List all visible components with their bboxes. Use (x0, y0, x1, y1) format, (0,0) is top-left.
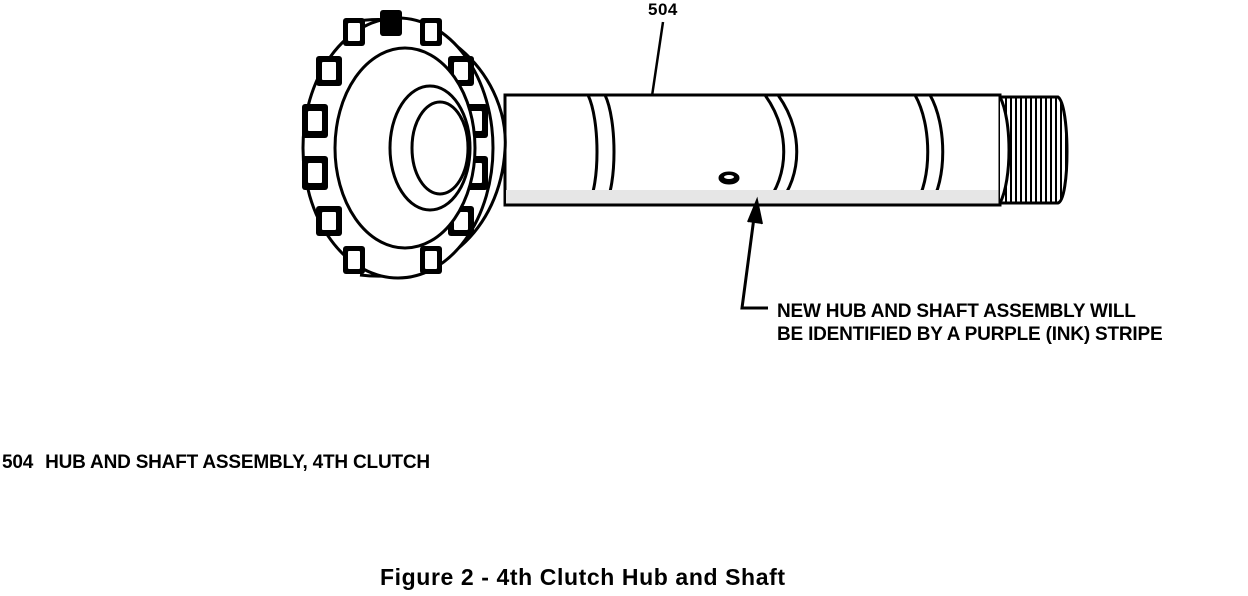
clutch-hub (301, 10, 507, 280)
note-line-1: NEW HUB AND SHAFT ASSEMBLY WILL (777, 301, 1136, 322)
splined-end (998, 95, 1069, 205)
legend-description: HUB AND SHAFT ASSEMBLY, 4TH CLUTCH (45, 452, 430, 473)
callout-leader (650, 21, 665, 97)
note-line-2: BE IDENTIFIED BY A PURPLE (INK) STRIPE (777, 324, 1163, 345)
parts-legend: 504 HUB AND SHAFT ASSEMBLY, 4TH CLUTCH (2, 452, 430, 474)
figure-caption: Figure 2 - 4th Clutch Hub and Shaft (380, 564, 786, 590)
shaft (503, 93, 1002, 207)
identification-note: NEW HUB AND SHAFT ASSEMBLY WILL BE IDENT… (777, 300, 1163, 346)
stripe-arrow (740, 196, 768, 310)
legend-number: 504 (2, 452, 34, 473)
callout-number: 504 (648, 0, 678, 19)
